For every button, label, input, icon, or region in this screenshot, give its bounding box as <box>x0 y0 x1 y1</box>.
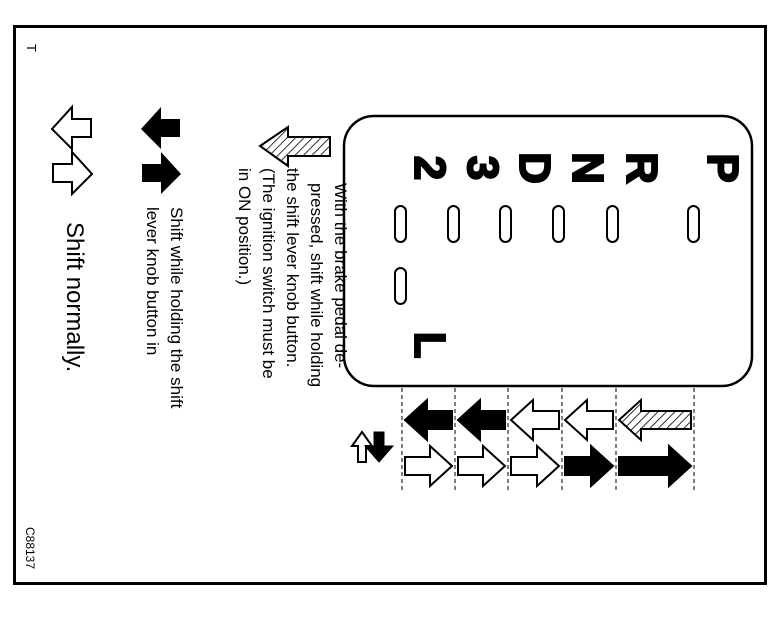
shift-arrow-up-4 <box>456 397 506 443</box>
gear-slot-r <box>606 205 619 243</box>
gear-letter-n: N <box>563 152 612 184</box>
shift-arrow-down-3 <box>510 443 561 489</box>
brake-instruction-line-5: in ON position.) <box>235 168 254 285</box>
gear-slot-3 <box>447 205 460 243</box>
corner-mark: T <box>24 44 39 52</box>
gear-slot-2 <box>394 205 407 243</box>
shift-arrow-up-1 <box>617 397 692 443</box>
outline-arrow-icons <box>50 104 94 197</box>
gear-letter-2: 2 <box>405 156 454 180</box>
gear-letter-l: L <box>405 332 454 359</box>
gear-slot-d <box>499 205 512 243</box>
shift-arrow-up-2 <box>563 397 614 443</box>
gear-letter-d: D <box>510 152 559 184</box>
up-down-marker <box>350 430 395 463</box>
gear-guide-lines <box>401 388 695 492</box>
button-instruction: Shift while holding the shift lever knob… <box>143 207 186 409</box>
gear-slot-p <box>687 205 700 243</box>
gear-letter-p: P <box>698 153 747 182</box>
button-instruction-line-2: lever knob button in <box>143 207 162 355</box>
black-down-arrow-icon <box>142 152 181 194</box>
hatched-arrow-icon <box>258 125 331 168</box>
outline-up-arrow-icon <box>50 104 92 152</box>
outline-down-arrow-icon <box>52 149 94 197</box>
brake-instruction-line-2: pressed, shift while holding <box>307 183 326 387</box>
shift-arrow-down-4 <box>457 443 507 489</box>
figure-code: C88137 <box>23 527 37 569</box>
black-up-arrow-icon <box>141 107 180 149</box>
button-instruction-line-1: Shift while holding the shift <box>167 207 186 409</box>
gear-slot-n <box>552 205 565 243</box>
brake-instruction-line-3: the shift lever knob button. <box>283 168 302 367</box>
marker-down-arrow <box>363 431 395 463</box>
normal-instruction: Shift normally. <box>61 222 88 372</box>
gear-letter-3: 3 <box>458 156 507 180</box>
shift-arrow-down-1 <box>618 443 693 489</box>
shift-arrow-down-2 <box>564 443 615 489</box>
brake-instruction-line-1: With the brake pedal de- <box>331 183 350 368</box>
brake-instruction: With the brake pedal de- pressed, shift … <box>235 168 350 387</box>
gear-letter-r: R <box>617 152 666 184</box>
shift-arrow-down-5 <box>404 443 454 489</box>
gear-slot-l <box>394 267 407 305</box>
brake-instruction-line-4: (The ignition switch must be <box>259 168 278 379</box>
marker-up-arrow <box>350 430 374 463</box>
shift-arrow-up-3 <box>509 397 560 443</box>
gear-panel <box>342 114 754 388</box>
black-arrow-icons <box>141 107 181 194</box>
shift-arrows <box>403 397 693 489</box>
shift-arrow-up-5 <box>403 397 453 443</box>
